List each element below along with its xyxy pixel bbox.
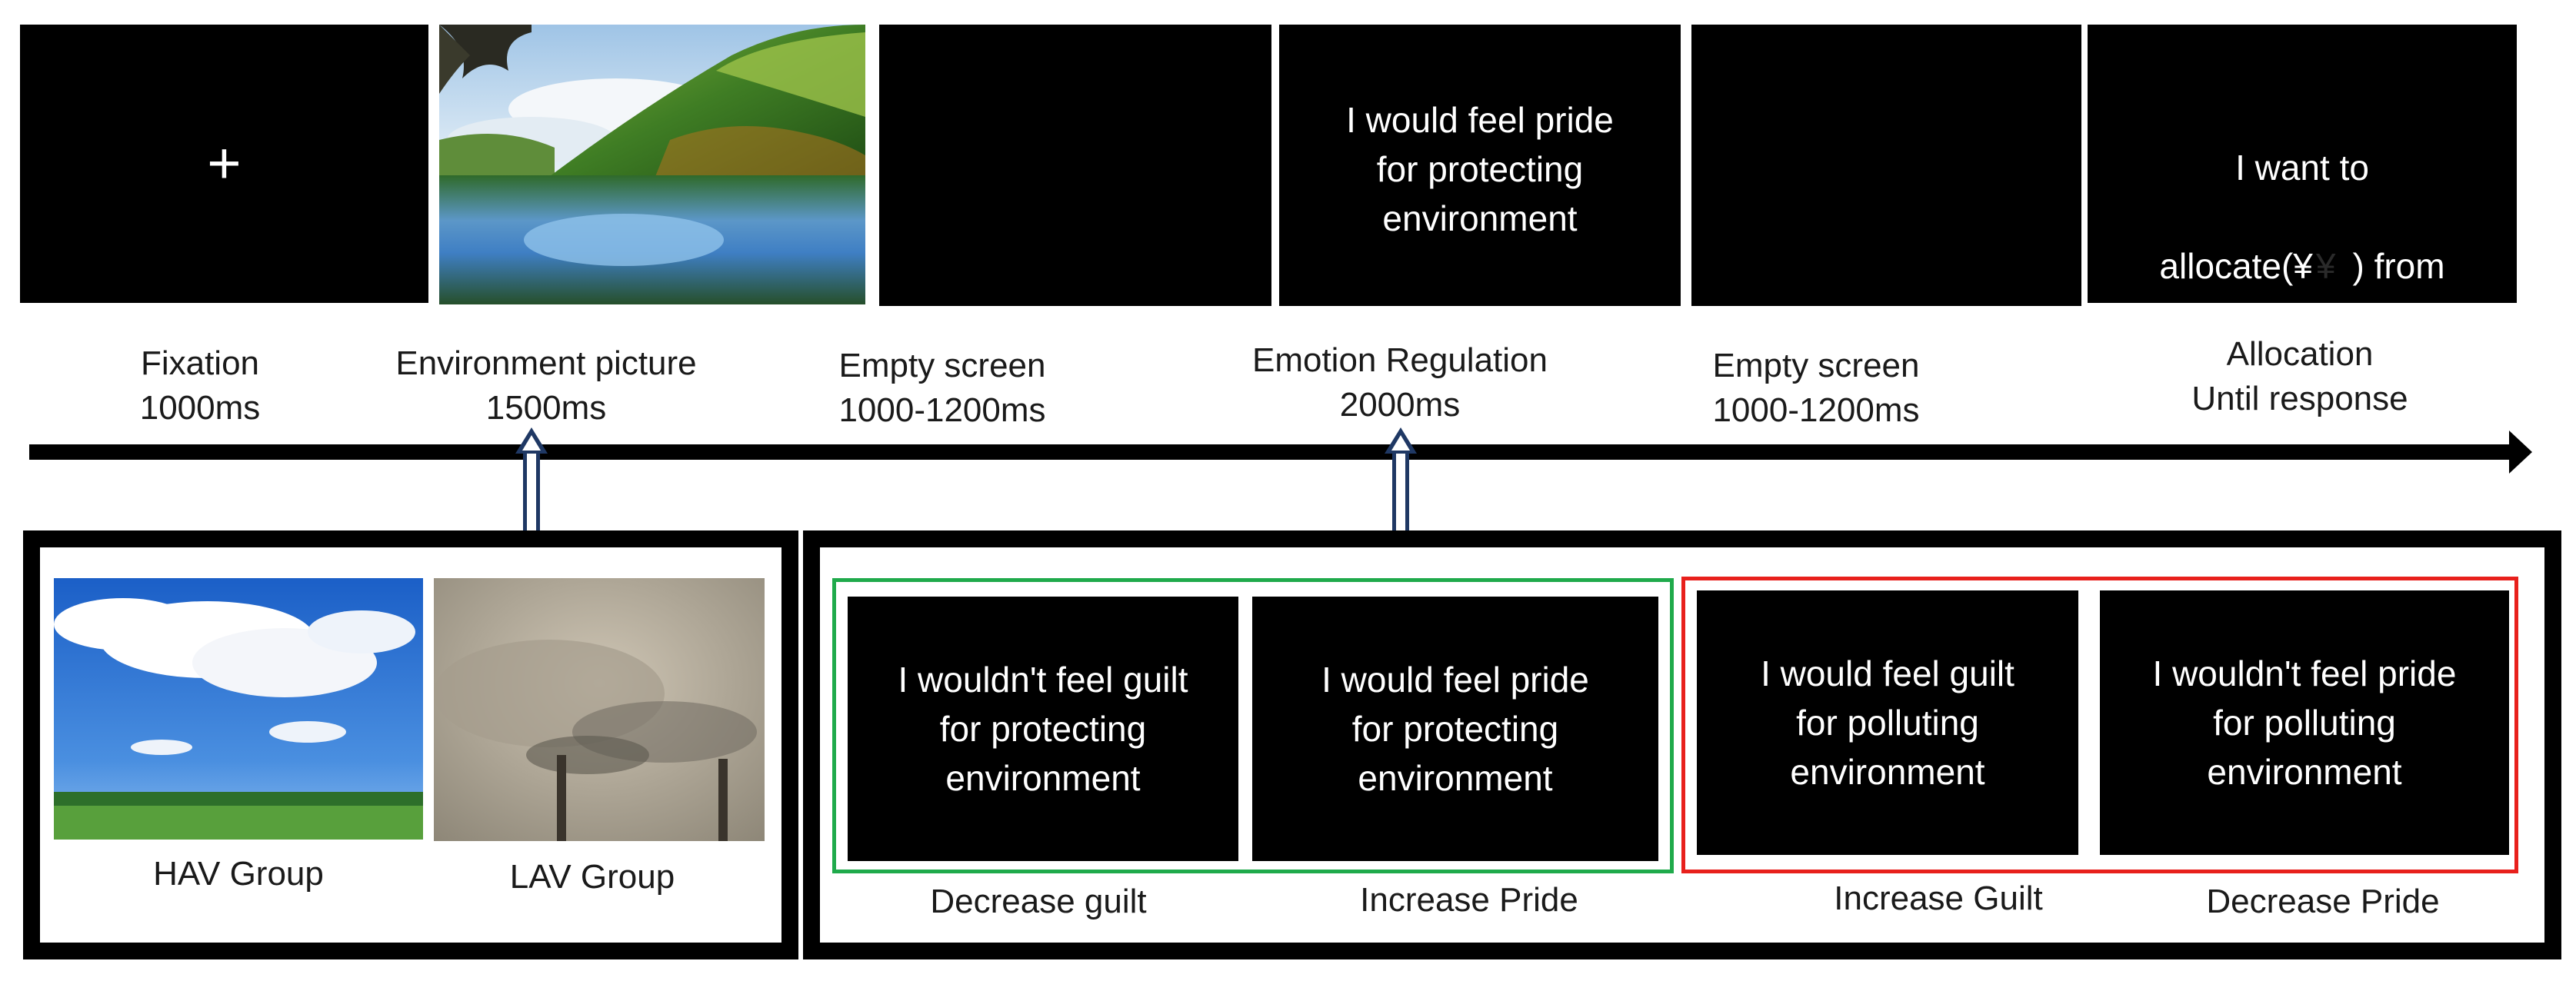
lake-forest-image: [439, 25, 865, 304]
empty-screen-1: [879, 25, 1271, 306]
empty-screen-2-caption: Empty screen 1000-1200ms: [1712, 347, 1920, 429]
lav-group-label: LAV Group: [509, 858, 675, 896]
emotion-regulation-screen: I would feel pride for protecting enviro…: [1279, 25, 1681, 306]
blue-sky-image: [54, 578, 423, 840]
polluting-smokestack-image: [434, 578, 765, 841]
allocation-text: I want to allocate(¥¥) from ¥10 to CEPA: [2159, 94, 2444, 438]
polluting-conditions-box: [1681, 577, 2518, 873]
allocation-caption: Allocation Until response: [2191, 335, 2408, 417]
condition-screen-decrease-guilt: I wouldn't feel guilt for protecting env…: [848, 597, 1238, 861]
hav-group-label: HAV Group: [153, 855, 324, 893]
fixation-cross: +: [207, 131, 242, 196]
empty-screen-2: [1691, 25, 2081, 306]
timeline-arrowhead: [2509, 431, 2532, 474]
condition-label-decrease-guilt: Decrease guilt: [930, 883, 1147, 920]
faded-yen-mark: ¥: [2315, 246, 2336, 286]
condition-screen-increase-guilt: I would feel guilt for polluting environ…: [1697, 590, 2078, 855]
allocation-line-2: allocate(¥¥) from: [2159, 246, 2445, 286]
allocation-line-1: I want to: [2235, 148, 2369, 188]
condition-label-increase-pride: Increase Pride: [1360, 881, 1578, 919]
fixation-caption: Fixation 1000ms: [139, 344, 261, 427]
allocation-screen: I want to allocate(¥¥) from ¥10 to CEPA: [2088, 25, 2517, 384]
condition-label-increase-guilt: Increase Guilt: [1834, 880, 2043, 917]
timeline-line: [29, 444, 2518, 460]
empty-screen-1-caption: Empty screen 1000-1200ms: [838, 347, 1046, 429]
emotion-regulation-text: I would feel pride for protecting enviro…: [1346, 100, 1614, 238]
emotion-regulation-caption: Emotion Regulation 2000ms: [1251, 341, 1548, 424]
condition-label-decrease-pride: Decrease Pride: [2206, 883, 2440, 920]
environment-picture-caption: Environment picture 1500ms: [395, 344, 697, 427]
lav-group-image: [434, 578, 765, 841]
connector-up-arrow-environment: [515, 427, 548, 535]
condition-screen-decrease-pride: I wouldn't feel pride for polluting envi…: [2100, 590, 2509, 855]
fixation-screen: +: [20, 25, 428, 303]
protecting-conditions-box: [832, 578, 1674, 873]
condition-screen-increase-pride: I would feel pride for protecting enviro…: [1252, 597, 1658, 861]
environment-picture: [439, 25, 865, 304]
hav-group-image: [54, 578, 423, 840]
connector-up-arrow-emotion-regulation: [1385, 427, 1417, 535]
allocation-line-3: ¥10 to CEPA: [2201, 344, 2404, 384]
